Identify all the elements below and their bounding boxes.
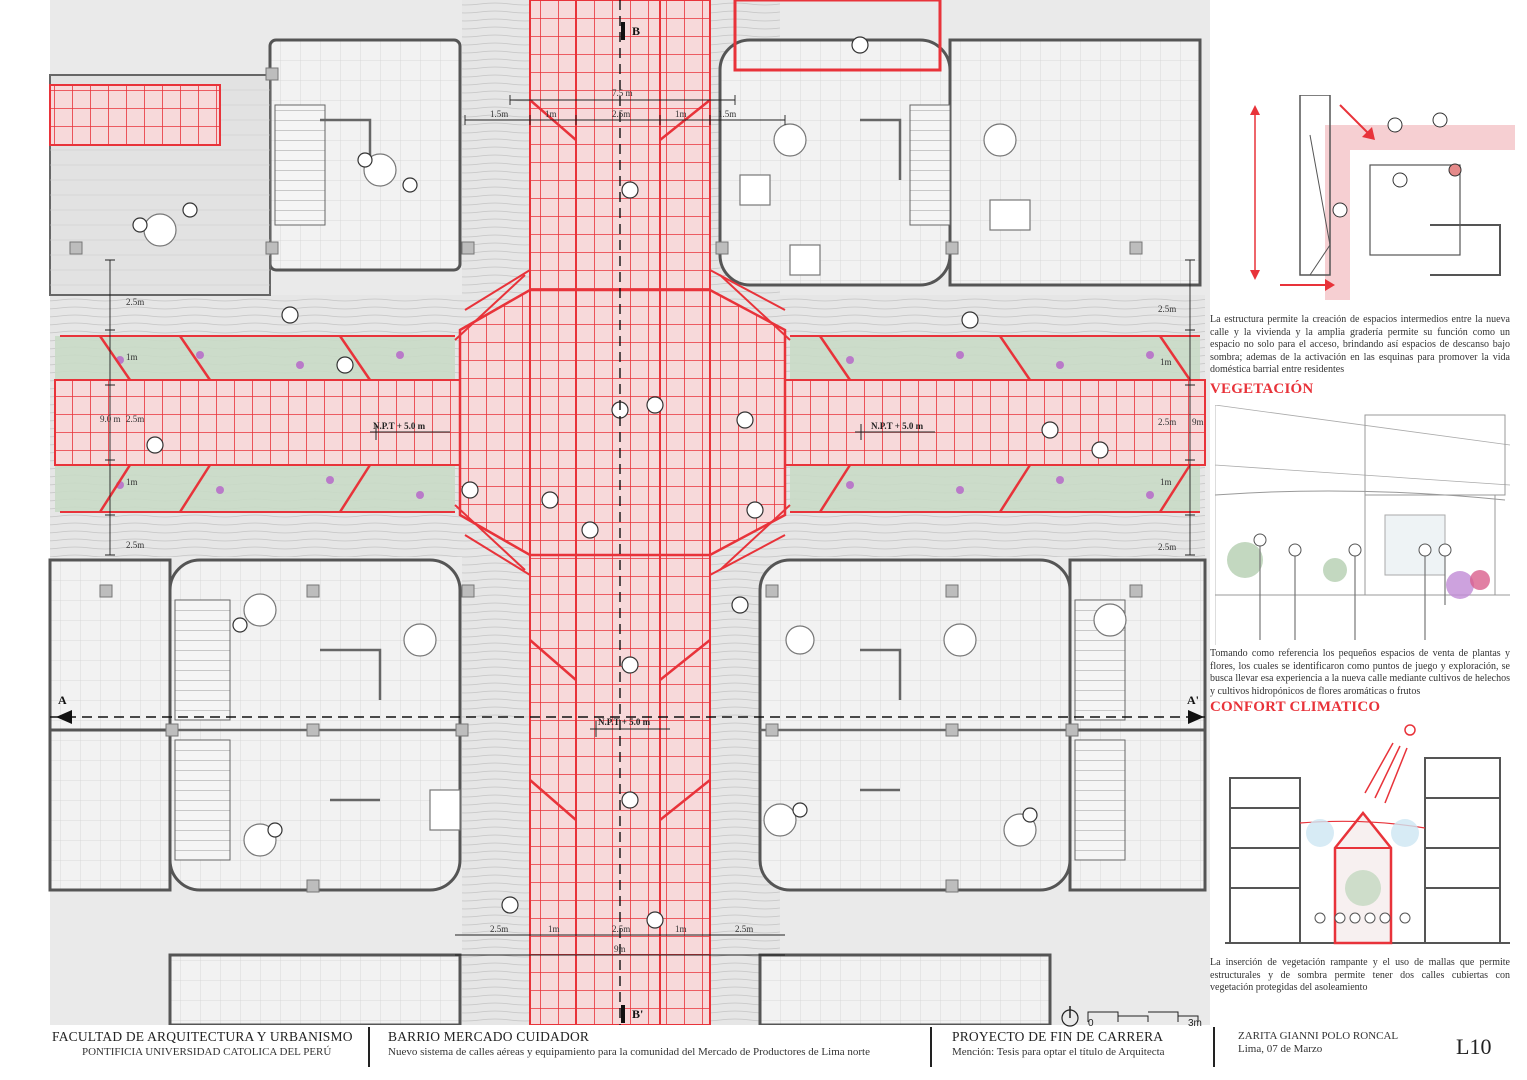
thesis-subtitle: Mención: Tesis para optar el título de A…: [952, 1046, 1165, 1058]
level-label-right: N.P.T + 5.0 m: [871, 421, 924, 431]
project-block: BARRIO MERCADO CUIDADOR Nuevo sistema de…: [388, 1029, 870, 1058]
dim-right-2: 1m: [1160, 357, 1172, 367]
corner-diagram: [1230, 95, 1515, 300]
dim-bottom-3: 2.5m: [612, 924, 630, 934]
faculty-block: FACULTAD DE ARQUITECTURA Y URBANISMO PON…: [52, 1029, 353, 1058]
project-subtitle: Nuevo sistema de calles aéreas y equipam…: [388, 1046, 870, 1058]
footer-separator: [1213, 1027, 1215, 1067]
author-block: ZARITA GIANNI POLO RONCAL Lima, 07 de Ma…: [1238, 1029, 1398, 1055]
sheet-number: L10: [1456, 1034, 1492, 1059]
vegetation-heading: VEGETACIÓN: [1210, 381, 1314, 397]
section-a-right-label: A': [1187, 693, 1199, 707]
corner-description: La estructura permite la creación de esp…: [1210, 314, 1510, 375]
people: [132, 36, 1109, 929]
climate-section-diagram: [1225, 718, 1510, 953]
aerial-street-structure: [49, 0, 1206, 1025]
dim-left-total: 9.0 m: [100, 414, 121, 424]
dim-left-1: 2.5m: [126, 297, 144, 307]
dim-left-4: 1m: [126, 477, 138, 487]
columns: [69, 67, 1143, 893]
dim-left-2: 1m: [126, 352, 138, 362]
section-b-bottom-label: B': [632, 1007, 643, 1021]
dim-top-5: 1.5m: [718, 109, 736, 119]
author-name: ZARITA GIANNI POLO RONCAL: [1238, 1030, 1399, 1042]
level-label-bottom: N.P.T + 5.0 m: [598, 717, 651, 727]
level-label-left: N.P.T + 5.0 m: [373, 421, 426, 431]
furniture: [143, 123, 1127, 857]
dim-right-3: 2.5m: [1158, 417, 1176, 427]
dim-left-3: 2.5m: [126, 414, 144, 424]
dimension-lines: [105, 95, 1195, 956]
vegetation-perspective: [1215, 405, 1510, 645]
university-name: PONTIFICIA UNIVERSIDAD CATOLICA DEL PERÚ: [82, 1046, 332, 1058]
scale-end: 3m: [1188, 1018, 1202, 1029]
dim-bottom-5: 2.5m: [735, 924, 753, 934]
project-title: BARRIO MERCADO CUIDADOR: [388, 1029, 590, 1044]
scale-bar: [1061, 1006, 1199, 1027]
footer-separator: [930, 1027, 932, 1067]
faculty-title: FACULTAD DE ARQUITECTURA Y URBANISMO: [52, 1029, 353, 1044]
dim-bottom-4: 1m: [675, 924, 687, 934]
scale-zero: 0: [1088, 1018, 1094, 1029]
dim-right-5: 2.5m: [1158, 542, 1176, 552]
section-markers: [56, 22, 1204, 1023]
dim-top-1: 1.5m: [490, 109, 508, 119]
vegetation-description: Tomando como referencia los pequeños esp…: [1210, 648, 1510, 697]
floor-plan-drawing: B B' A A' 7.5 m 1.5m 1m 2.5m 1m 1.5m 2.5…: [48, 0, 1210, 1025]
dim-bottom-2: 1m: [548, 924, 560, 934]
dim-left-5: 2.5m: [126, 540, 144, 550]
dim-top-3: 2.5m: [612, 109, 630, 119]
place-date: Lima, 07 de Marzo: [1238, 1043, 1323, 1055]
dim-top-4: 1m: [675, 109, 687, 119]
dim-bottom-1: 2.5m: [490, 924, 508, 934]
side-panel: La estructura permite la creación de esp…: [1210, 0, 1527, 1025]
section-b-top-label: B: [632, 24, 640, 38]
dim-top-2: 1m: [545, 109, 557, 119]
climate-description: La inserción de vegetación rampante y el…: [1210, 957, 1510, 993]
climate-heading: CONFORT CLIMATICO: [1210, 699, 1381, 715]
dim-right-4: 1m: [1160, 477, 1172, 487]
dim-right-1: 2.5m: [1158, 304, 1176, 314]
dim-bottom-total: 9m: [614, 944, 626, 954]
dim-top-total: 7.5 m: [612, 88, 633, 98]
level-markers: [370, 424, 935, 737]
dim-right-total: 9m: [1192, 417, 1204, 427]
footer-separator: [368, 1027, 370, 1067]
thesis-block: PROYECTO DE FIN DE CARRERA Mención: Tesi…: [952, 1029, 1165, 1058]
thesis-title: PROYECTO DE FIN DE CARRERA: [952, 1029, 1164, 1044]
section-a-left-label: A: [58, 693, 67, 707]
stairs: [174, 104, 1126, 861]
